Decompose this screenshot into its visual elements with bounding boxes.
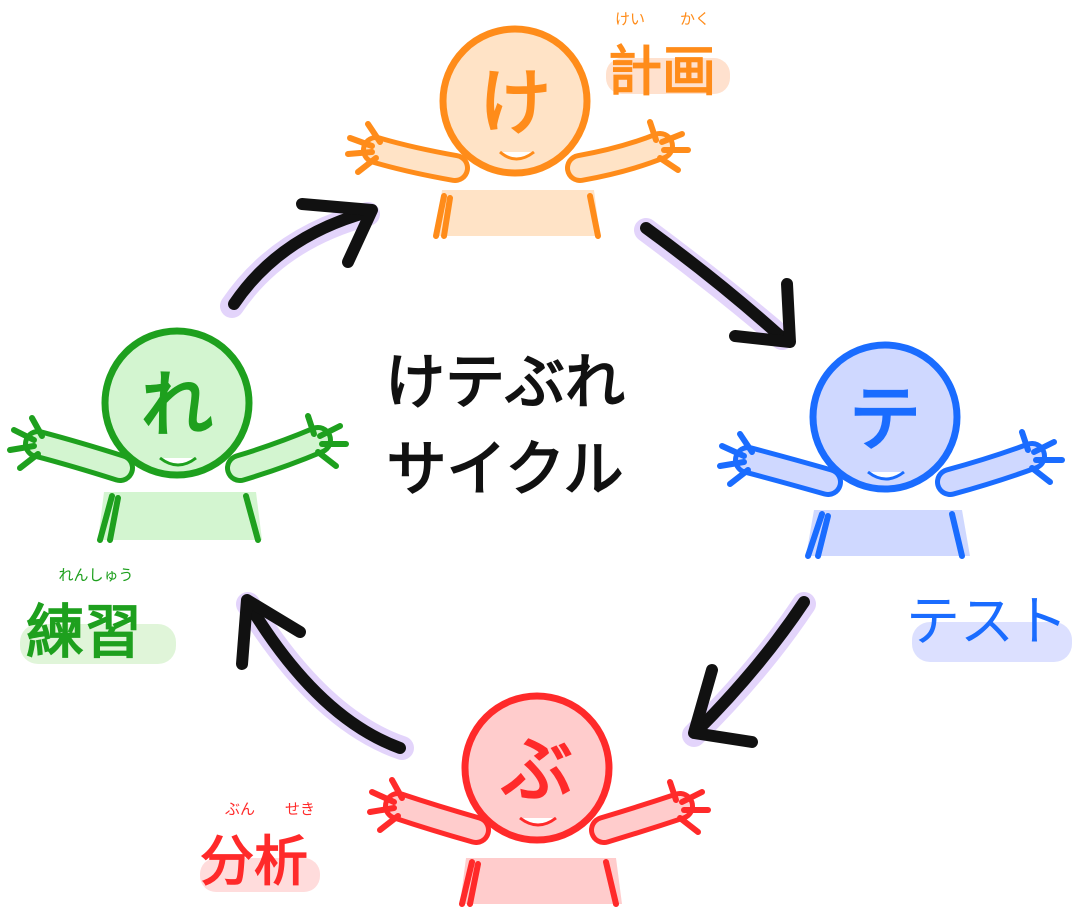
stage-practice: れ れんしゅう 練習 [7,327,349,666]
plan-label-highlight [606,58,730,94]
test-label-highlight [912,622,1072,662]
test-figure: テ [717,341,1065,559]
plan-smile [499,150,535,161]
plan-reading-1: けい [615,10,645,28]
arrow-plan-to-test [634,218,796,350]
stage-plan: け けい かく 計画 [345,10,730,239]
analysis-reading-1: ぶん [225,800,255,818]
analysis-head-char: ぶ [500,728,573,812]
practice-label-highlight [20,624,176,664]
center-title-line-2: サイクル [387,435,624,505]
analysis-figure: ぶ [367,692,711,907]
practice-smile [159,456,197,467]
arrow-practice-to-plan [220,198,380,318]
analysis-label-highlight [200,858,320,892]
center-title: けテぶれ サイクル [385,348,625,505]
practice-head-char: れ [141,363,213,447]
analysis-smile [519,816,557,827]
practice-reading: れんしゅう [58,566,133,584]
plan-head-char: け [479,61,551,145]
test-smile [867,470,905,481]
center-title-line-1: けテぶれ [385,348,625,418]
test-head [809,341,961,493]
test-label: テスト [906,590,1068,653]
plan-figure: け [345,25,691,239]
analysis-head [461,692,613,844]
practice-figure: れ [7,327,349,543]
analysis-label: 分析 [200,830,308,893]
practice-head [101,327,253,479]
analysis-reading-2: せき [285,800,315,818]
arrow-analysis-to-practice [236,592,414,760]
test-head-char: テ [849,377,921,461]
arrow-test-to-analysis [682,592,816,748]
stage-analysis: ぶ ぶん せき 分析 [200,692,711,907]
plan-label: 計画 [608,40,716,103]
plan-head [439,25,591,177]
plan-reading-2: かく [680,10,710,28]
cycle-arrows [220,198,816,760]
practice-label: 練習 [26,598,142,666]
stage-test: テ テスト [717,341,1072,662]
